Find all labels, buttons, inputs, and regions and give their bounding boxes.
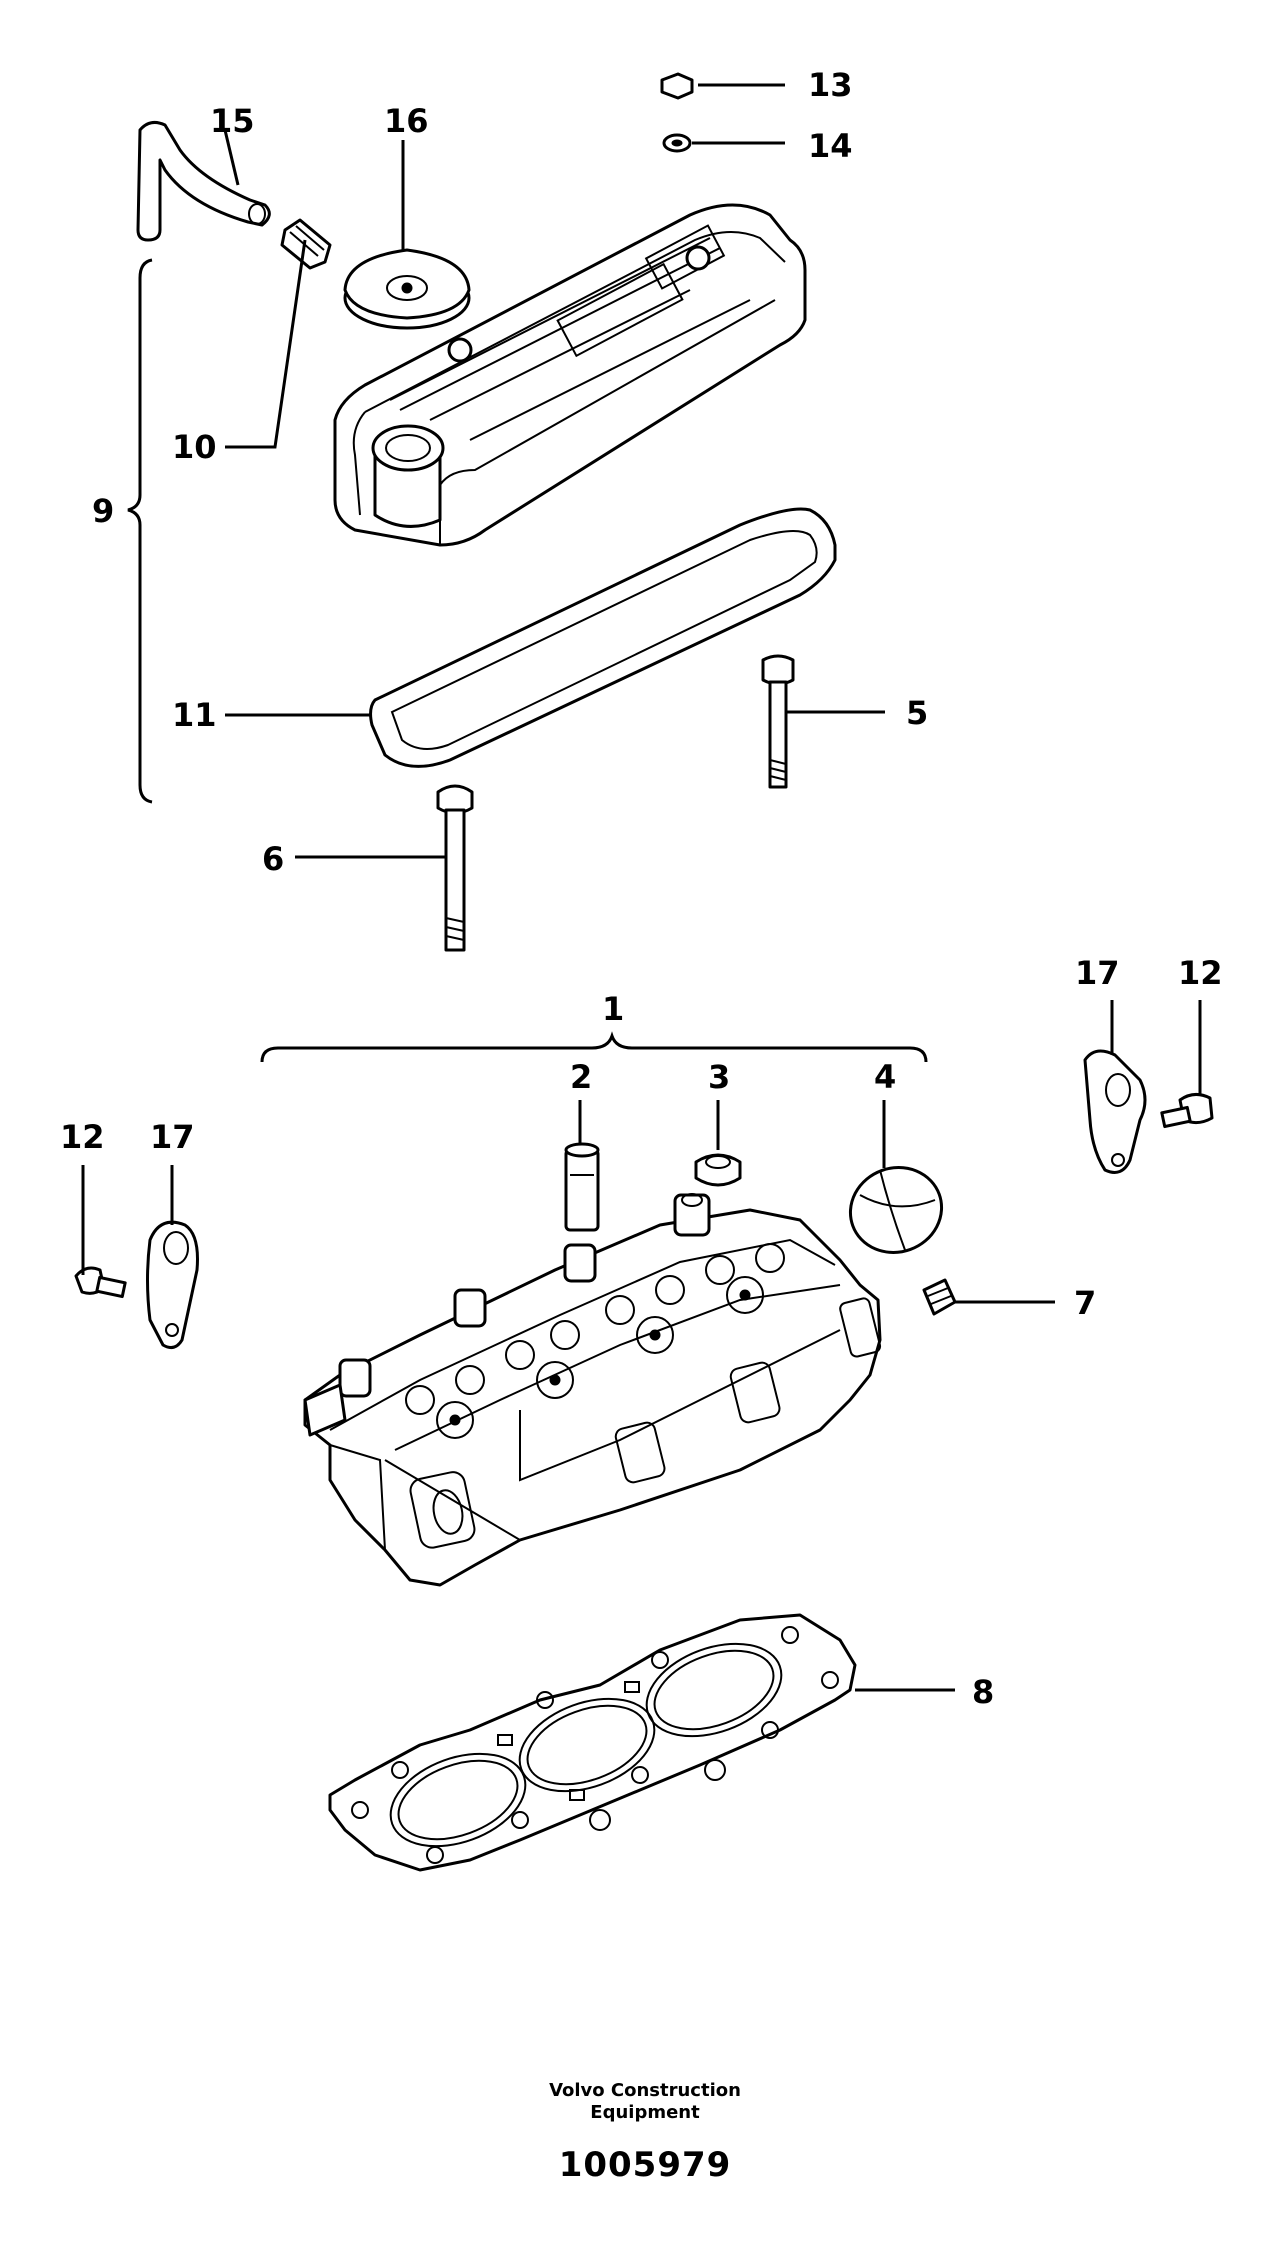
brace-1 xyxy=(260,1031,928,1063)
nut-part xyxy=(660,72,694,100)
filler-cap-part xyxy=(343,248,471,330)
valve-guide-part xyxy=(564,1142,600,1232)
label-part-12-left: 12 xyxy=(60,1118,105,1156)
label-part-8: 8 xyxy=(972,1673,994,1711)
plug-7-part xyxy=(922,1278,957,1316)
hose-part xyxy=(136,120,271,242)
washer-part xyxy=(662,133,692,153)
label-part-10: 10 xyxy=(172,428,217,466)
valve-cover-part xyxy=(333,203,807,547)
breather-fitting-part xyxy=(280,218,332,270)
expansion-plug-part xyxy=(848,1166,944,1254)
lifting-bracket-right-part xyxy=(1083,1049,1147,1174)
lifting-bracket-left-part xyxy=(146,1220,199,1350)
seal-ring-part xyxy=(694,1153,742,1187)
label-part-1: 1 xyxy=(602,990,624,1028)
label-part-17-left: 17 xyxy=(150,1118,195,1156)
label-part-13: 13 xyxy=(808,66,853,104)
footer-brand-line2: Equipment xyxy=(590,2102,700,2123)
label-part-3: 3 xyxy=(708,1058,730,1096)
document-number: 1005979 xyxy=(559,2145,732,2185)
label-part-15: 15 xyxy=(210,102,255,140)
label-part-5: 5 xyxy=(906,694,928,732)
label-part-17-right: 17 xyxy=(1075,954,1120,992)
label-part-2: 2 xyxy=(570,1058,592,1096)
label-part-7: 7 xyxy=(1074,1284,1096,1322)
footer-brand-line1: Volvo Construction xyxy=(549,2080,741,2101)
stud-6-part xyxy=(436,784,474,952)
label-part-12-right: 12 xyxy=(1178,954,1223,992)
label-part-11: 11 xyxy=(172,696,217,734)
label-part-14: 14 xyxy=(808,127,853,165)
leader-lines xyxy=(81,83,1202,1692)
label-part-9: 9 xyxy=(92,492,114,530)
label-part-4: 4 xyxy=(874,1058,896,1096)
head-gasket-part xyxy=(328,1613,857,1872)
label-part-6: 6 xyxy=(262,840,284,878)
cylinder-head-part xyxy=(303,1193,882,1587)
bolt-12-right-part xyxy=(1160,1093,1214,1129)
bolt-5-part xyxy=(761,654,795,789)
cover-gasket-part xyxy=(369,507,837,768)
label-part-16: 16 xyxy=(384,102,429,140)
brace-9 xyxy=(127,258,153,804)
